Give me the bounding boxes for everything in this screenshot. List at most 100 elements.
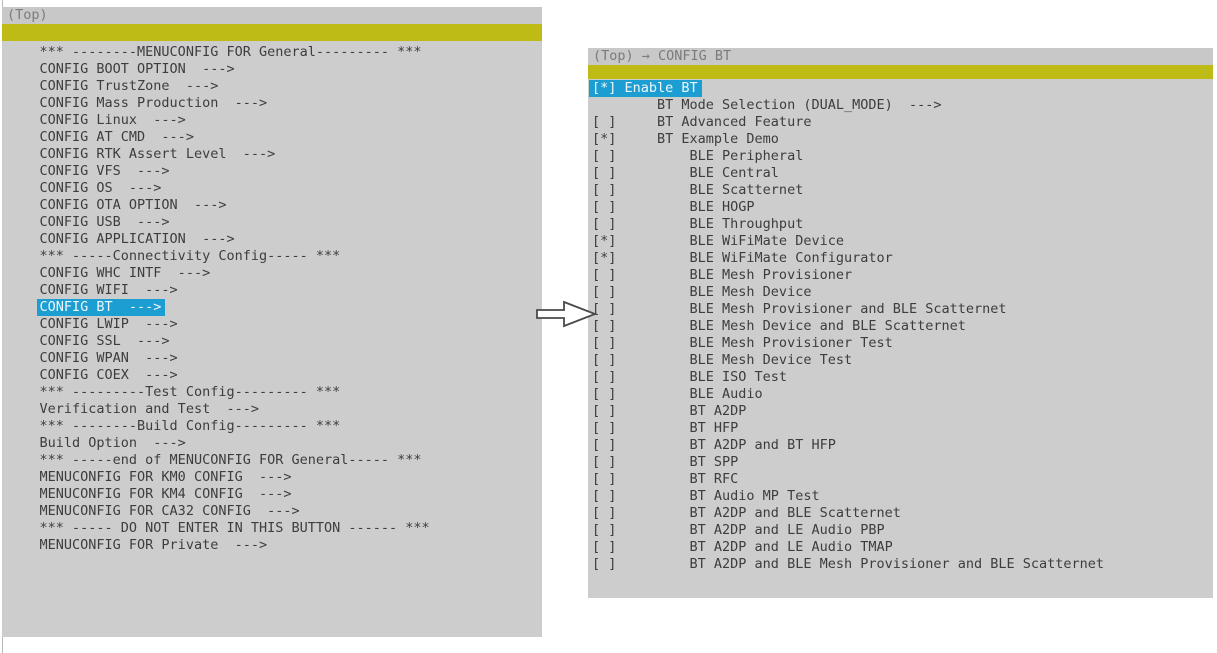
menuconfig-general-panel: (Top) *** --------MENUCONFIG FOR General…: [2, 7, 542, 637]
menu-item[interactable]: [ ] BLE Audio: [592, 386, 1213, 403]
menu-item-indent: [7, 401, 40, 417]
menu-item-indent: [7, 435, 40, 451]
menu-item-text: BT Mode Selection (DUAL_MODE) --->: [657, 97, 942, 113]
menu-item[interactable]: *** ----- DO NOT ENTER IN THIS BUTTON --…: [7, 520, 542, 537]
general-menu-list: *** --------MENUCONFIG FOR General------…: [2, 41, 542, 554]
menu-item[interactable]: CONFIG OS --->: [7, 180, 542, 197]
menu-item[interactable]: *** --------MENUCONFIG FOR General------…: [7, 44, 542, 61]
menu-item[interactable]: MENUCONFIG FOR CA32 CONFIG --->: [7, 503, 542, 520]
menu-item[interactable]: [ ] BLE Central: [592, 165, 1213, 182]
menu-item[interactable]: *** ---------Test Config--------- ***: [7, 384, 542, 401]
menu-item[interactable]: CONFIG BT --->: [7, 299, 542, 316]
menu-item[interactable]: CONFIG TrustZone --->: [7, 78, 542, 95]
menu-item[interactable]: [ ] BLE Scatternet: [592, 182, 1213, 199]
menu-item-text: [ ] BT A2DP and BLE Mesh Provisioner and…: [592, 556, 1105, 572]
menu-item[interactable]: [ ] BLE Mesh Device: [592, 284, 1213, 301]
menu-item-indent: [7, 214, 40, 230]
menu-item-text: MENUCONFIG FOR KM4 CONFIG --->: [39, 486, 292, 502]
menu-item[interactable]: [ ] BLE Throughput: [592, 216, 1213, 233]
menu-item-text: [ ] BLE Mesh Provisioner: [592, 267, 853, 283]
menu-item[interactable]: [ ] BT Audio MP Test: [592, 488, 1213, 505]
menu-item[interactable]: CONFIG WIFI --->: [7, 282, 542, 299]
menu-item[interactable]: CONFIG SSL --->: [7, 333, 542, 350]
menu-item[interactable]: [ ] BT HFP: [592, 420, 1213, 437]
selected-menu-item-text: [*] Enable BT: [589, 80, 702, 97]
menu-item[interactable]: [*] Enable BT: [589, 80, 1213, 97]
menu-item[interactable]: [ ] BLE Mesh Provisioner and BLE Scatter…: [592, 301, 1213, 318]
menu-item[interactable]: MENUCONFIG FOR KM0 CONFIG --->: [7, 469, 542, 486]
menu-item-text: CONFIG OTA OPTION --->: [39, 197, 227, 213]
menu-item-text: [ ] BLE Throughput: [592, 216, 804, 232]
menu-item[interactable]: CONFIG WPAN --->: [7, 350, 542, 367]
menu-item-text: [ ] BLE Mesh Provisioner and BLE Scatter…: [592, 301, 1007, 317]
menu-item[interactable]: [ ] BT A2DP and BLE Scatternet: [592, 505, 1213, 522]
menu-item[interactable]: [ ] BLE HOGP: [592, 199, 1213, 216]
menu-item[interactable]: CONFIG WHC INTF --->: [7, 265, 542, 282]
menu-item[interactable]: CONFIG RTK Assert Level --->: [7, 146, 542, 163]
menu-item[interactable]: [*] BLE WiFiMate Device: [592, 233, 1213, 250]
menu-item[interactable]: *** -----Connectivity Config----- ***: [7, 248, 542, 265]
menu-item[interactable]: [ ] BT A2DP and LE Audio TMAP: [592, 539, 1213, 556]
menu-item-text: MENUCONFIG FOR CA32 CONFIG --->: [39, 503, 300, 519]
menu-item-text: [ ] BLE Scatternet: [592, 182, 804, 198]
bt-menu-list: [*] Enable BT BT Mode Selection (DUAL_MO…: [588, 79, 1213, 573]
menu-item[interactable]: [ ] BT A2DP and BT HFP: [592, 437, 1213, 454]
menu-item[interactable]: [*] BT Example Demo: [592, 131, 1213, 148]
menu-item[interactable]: [ ] BT Advanced Feature: [592, 114, 1213, 131]
menu-item-text: [ ] BLE Mesh Provisioner Test: [592, 335, 893, 351]
menu-item[interactable]: CONFIG OTA OPTION --->: [7, 197, 542, 214]
menu-item[interactable]: [ ] BLE Mesh Provisioner: [592, 267, 1213, 284]
menu-item[interactable]: Build Option --->: [7, 435, 542, 452]
menu-item[interactable]: [ ] BLE Mesh Provisioner Test: [592, 335, 1213, 352]
menu-item-text: [*] BLE WiFiMate Configurator: [592, 250, 893, 266]
title-separator-bar: [2, 24, 542, 41]
menu-item[interactable]: MENUCONFIG FOR Private --->: [7, 537, 542, 554]
menu-item[interactable]: [ ] BT A2DP and LE Audio PBP: [592, 522, 1213, 539]
menu-item-text: CONFIG OS --->: [39, 180, 162, 196]
menu-item-text: CONFIG WPAN --->: [39, 350, 178, 366]
menu-item[interactable]: *** -----end of MENUCONFIG FOR General--…: [7, 452, 542, 469]
menu-item-text: CONFIG Linux --->: [39, 112, 186, 128]
menu-item-text: [ ] BLE Mesh Device and BLE Scatternet: [592, 318, 966, 334]
menu-item-text: CONFIG WHC INTF --->: [39, 265, 211, 281]
menu-item[interactable]: Verification and Test --->: [7, 401, 542, 418]
menu-item[interactable]: CONFIG VFS --->: [7, 163, 542, 180]
menu-item-text: [ ] BT Advanced Feature: [592, 114, 812, 130]
menu-item-indent: [7, 537, 40, 553]
menu-item[interactable]: [ ] BT SPP: [592, 454, 1213, 471]
menu-item-text: [ ] BLE Mesh Device Test: [592, 352, 853, 368]
menu-item[interactable]: MENUCONFIG FOR KM4 CONFIG --->: [7, 486, 542, 503]
menu-item[interactable]: CONFIG LWIP --->: [7, 316, 542, 333]
breadcrumb-top: (Top): [2, 7, 542, 24]
menu-item[interactable]: [ ] BLE ISO Test: [592, 369, 1213, 386]
menu-item[interactable]: CONFIG Mass Production --->: [7, 95, 542, 112]
menu-item-text: *** --------Build Config--------- ***: [39, 418, 341, 434]
menu-item-indent: [7, 197, 40, 213]
menu-item[interactable]: [ ] BLE Mesh Device Test: [592, 352, 1213, 369]
menu-item[interactable]: [ ] BT A2DP: [592, 403, 1213, 420]
menu-item[interactable]: [ ] BT RFC: [592, 471, 1213, 488]
transition-arrow-icon: [536, 300, 598, 328]
menu-item-text: [ ] BLE HOGP: [592, 199, 755, 215]
menu-item-indent: [7, 333, 40, 349]
menu-item[interactable]: CONFIG Linux --->: [7, 112, 542, 129]
menu-item-text: [ ] BLE Mesh Device: [592, 284, 812, 300]
menu-item[interactable]: CONFIG COEX --->: [7, 367, 542, 384]
menu-item[interactable]: CONFIG USB --->: [7, 214, 542, 231]
menu-item-indent: [7, 146, 40, 162]
menu-item[interactable]: [*] BLE WiFiMate Configurator: [592, 250, 1213, 267]
menu-item[interactable]: [ ] BLE Peripheral: [592, 148, 1213, 165]
menu-item[interactable]: BT Mode Selection (DUAL_MODE) --->: [592, 97, 1213, 114]
menu-item[interactable]: *** --------Build Config--------- ***: [7, 418, 542, 435]
menu-item-text: CONFIG USB --->: [39, 214, 170, 230]
menu-item[interactable]: CONFIG AT CMD --->: [7, 129, 542, 146]
menu-item[interactable]: CONFIG APPLICATION --->: [7, 231, 542, 248]
menu-item-indent: [7, 418, 40, 434]
menu-item-text: [ ] BLE Audio: [592, 386, 763, 402]
menu-item-text: [ ] BT A2DP: [592, 403, 747, 419]
menu-item[interactable]: [ ] BLE Mesh Device and BLE Scatternet: [592, 318, 1213, 335]
menu-item-indent: [7, 44, 40, 60]
menu-item[interactable]: [ ] BT A2DP and BLE Mesh Provisioner and…: [592, 556, 1213, 573]
menu-item[interactable]: CONFIG BOOT OPTION --->: [7, 61, 542, 78]
